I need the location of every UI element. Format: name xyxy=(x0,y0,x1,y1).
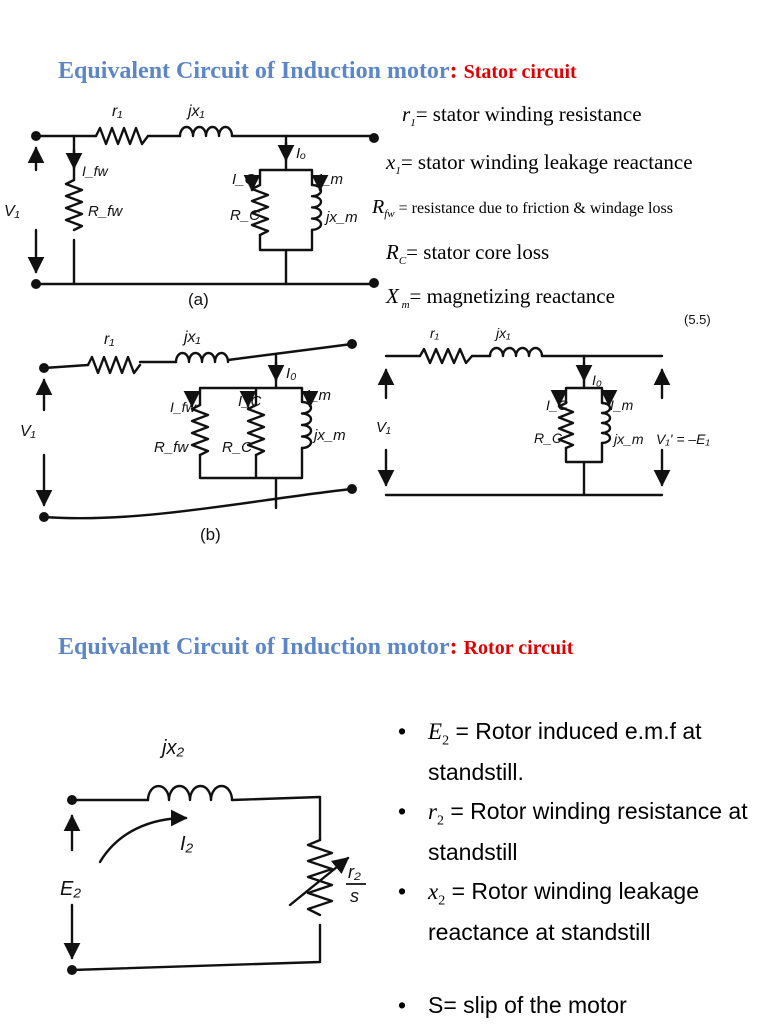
label-ifw: I_fw xyxy=(82,163,109,179)
inductor-jx1-symbol xyxy=(174,351,230,364)
bullet-dot: • xyxy=(398,878,407,904)
label-v1: V₁ xyxy=(20,423,36,440)
label-rc: R_C xyxy=(222,439,252,456)
label-io: I₀ xyxy=(286,365,297,382)
bullet-dot: • xyxy=(398,992,407,1018)
current-arrow-i2 xyxy=(98,809,188,864)
label-v1: V₁ xyxy=(376,419,391,436)
outer-wires xyxy=(384,354,664,497)
label-v1-prime: V₁' = –E₁ xyxy=(656,431,711,447)
inductor-jxm-symbol xyxy=(300,400,313,450)
title-sub-text: Rotor circuit xyxy=(463,637,574,659)
title-colon: : xyxy=(449,634,458,660)
resistor-r1-symbol xyxy=(94,126,150,146)
label-ifw: I_fw xyxy=(170,399,197,415)
label-im: I_m xyxy=(306,387,331,404)
inductor-jx1-symbol xyxy=(488,346,544,358)
title-sub-text: Stator circuit xyxy=(463,61,577,83)
definition-r1: r1= stator winding resistance xyxy=(402,102,642,130)
bottom-wire xyxy=(42,487,354,520)
caption-b: (b) xyxy=(200,525,221,544)
label-io: Iₒ xyxy=(296,145,306,162)
label-r1: r₁ xyxy=(104,331,114,348)
label-r1: r₁ xyxy=(112,103,122,120)
resistor-rfw-symbol xyxy=(190,403,210,457)
label-jx1: jx₁ xyxy=(186,103,205,120)
rotor-wires xyxy=(70,795,322,972)
inductor-jx2-symbol xyxy=(146,784,234,802)
resistor-r1-symbol xyxy=(86,355,142,375)
top-wire xyxy=(42,342,354,370)
circuit-b: r₁ jx₁ I₀ I_fw R_fw I_C R_C I_m jx_m V₁ … xyxy=(20,329,357,544)
definition-rfw: Rfw = resistance due to friction & winda… xyxy=(372,196,673,221)
bullet-dot: • xyxy=(398,798,407,824)
circuit-a: r₁ jx₁ Iₒ I_fw R_fw I_C R_C I_m jx_m V₁ … xyxy=(4,103,379,309)
label-jxm: jx_m xyxy=(312,427,346,444)
title-main-text: Equivalent Circuit of Induction motor xyxy=(58,634,450,660)
inductor-jx1-symbol xyxy=(178,125,234,138)
title-main-text: Equivalent Circuit of Induction motor xyxy=(58,58,450,84)
label-im: I_m xyxy=(318,171,343,188)
resistor-rc-symbol xyxy=(557,401,575,450)
inductor-jxm-symbol xyxy=(600,401,612,445)
variable-arrow xyxy=(288,856,350,907)
resistor-rc-symbol xyxy=(246,403,266,457)
rotor-circuit: jx₂ I₂ E₂ r₂ s xyxy=(60,737,366,975)
label-rfw: R_fw xyxy=(88,203,123,220)
label-r2: r₂ xyxy=(348,862,361,882)
definition-xm: X m= magnetizing reactance xyxy=(386,284,615,312)
resistor-r2-symbol xyxy=(306,838,334,917)
stator-section-title: Equivalent Circuit of Induction motor:St… xyxy=(58,58,577,85)
resistor-rfw-symbol xyxy=(64,178,84,232)
resistor-rc-symbol xyxy=(250,183,270,237)
label-ic: I_C xyxy=(238,393,262,410)
label-rfw: R_fw xyxy=(154,439,189,456)
label-jx1: jx₁ xyxy=(494,325,511,341)
label-equation-number: (5.5) xyxy=(684,312,711,327)
label-ic: I_C xyxy=(232,171,256,188)
label-e2: E₂ xyxy=(60,878,81,900)
label-rc: R_C xyxy=(230,207,260,224)
definition-rc: RC= stator core loss xyxy=(386,240,550,268)
label-ic: I_C xyxy=(546,397,569,413)
label-rc: R_C xyxy=(534,430,563,446)
definition-x1: x1= stator winding leakage reactance xyxy=(386,150,693,178)
label-io: I₀ xyxy=(592,372,602,388)
label-jx2: jx₂ xyxy=(159,737,184,759)
caption-a: (a) xyxy=(188,290,209,309)
label-jx1: jx₁ xyxy=(182,329,201,346)
rotor-section-title: Equivalent Circuit of Induction motor:Ro… xyxy=(58,634,573,661)
label-v1: V₁ xyxy=(4,203,20,220)
title-colon: : xyxy=(449,58,458,84)
terminal-dot xyxy=(369,133,379,143)
resistor-r1-symbol xyxy=(418,347,474,365)
label-r1: r₁ xyxy=(430,325,440,341)
label-s: s xyxy=(350,886,359,906)
label-i2: I₂ xyxy=(180,833,194,855)
inductor-jxm-symbol xyxy=(310,183,323,231)
label-jxm: jx_m xyxy=(324,209,358,226)
label-jxm: jx_m xyxy=(612,431,644,447)
circuit-c: (5.5) r₁ jx₁ I₀ I_C R_C I_m jx_m V₁ V₁' … xyxy=(376,312,711,497)
label-im: I_m xyxy=(610,397,634,413)
bullet-dot: • xyxy=(398,718,407,744)
